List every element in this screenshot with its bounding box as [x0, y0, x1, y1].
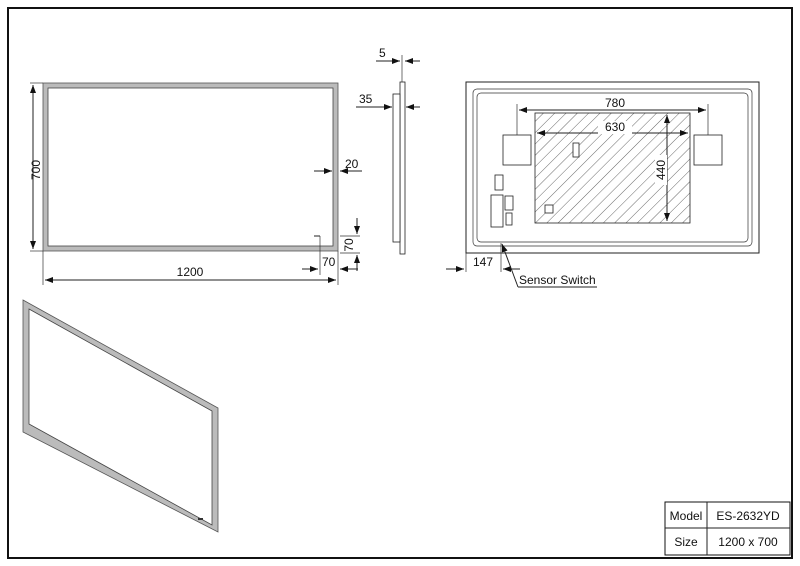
title-block: Model ES-2632YD Size 1200 x 700	[664, 501, 791, 556]
back-view: 780 630 440 147 Sensor Switch	[446, 81, 760, 288]
height-dim-label: 700	[29, 160, 43, 180]
mirror-glass	[47, 87, 334, 247]
power-supply	[490, 194, 504, 228]
glass-thickness-label: 5	[379, 46, 386, 60]
plate-width-label: 630	[605, 120, 625, 134]
width-dim-label: 1200	[177, 265, 204, 279]
size-label: Size	[674, 535, 698, 549]
model-label: Model	[670, 509, 703, 523]
depth-label: 35	[359, 92, 373, 106]
side-frame	[392, 93, 401, 243]
left-bracket	[502, 134, 532, 166]
front-view: 700 1200 20 70 70	[29, 82, 362, 285]
switch-height-label: 70	[342, 238, 356, 252]
sensor-switch-label: Sensor Switch	[519, 273, 596, 287]
plate-height-label: 440	[654, 160, 668, 180]
perspective-view	[22, 299, 219, 533]
driver-box	[494, 174, 504, 191]
sensor-offset-label: 147	[473, 255, 493, 269]
size-value: 1200 x 700	[718, 535, 778, 549]
switch-offset-label: 70	[322, 255, 336, 269]
sheet-border	[7, 7, 793, 559]
bracket-span-label: 780	[605, 96, 625, 110]
model-value: ES-2632YD	[716, 509, 780, 523]
side-glass	[399, 81, 406, 255]
led-width-label: 20	[345, 157, 359, 171]
right-bracket	[693, 134, 723, 166]
side-view: 5 35	[356, 46, 420, 255]
